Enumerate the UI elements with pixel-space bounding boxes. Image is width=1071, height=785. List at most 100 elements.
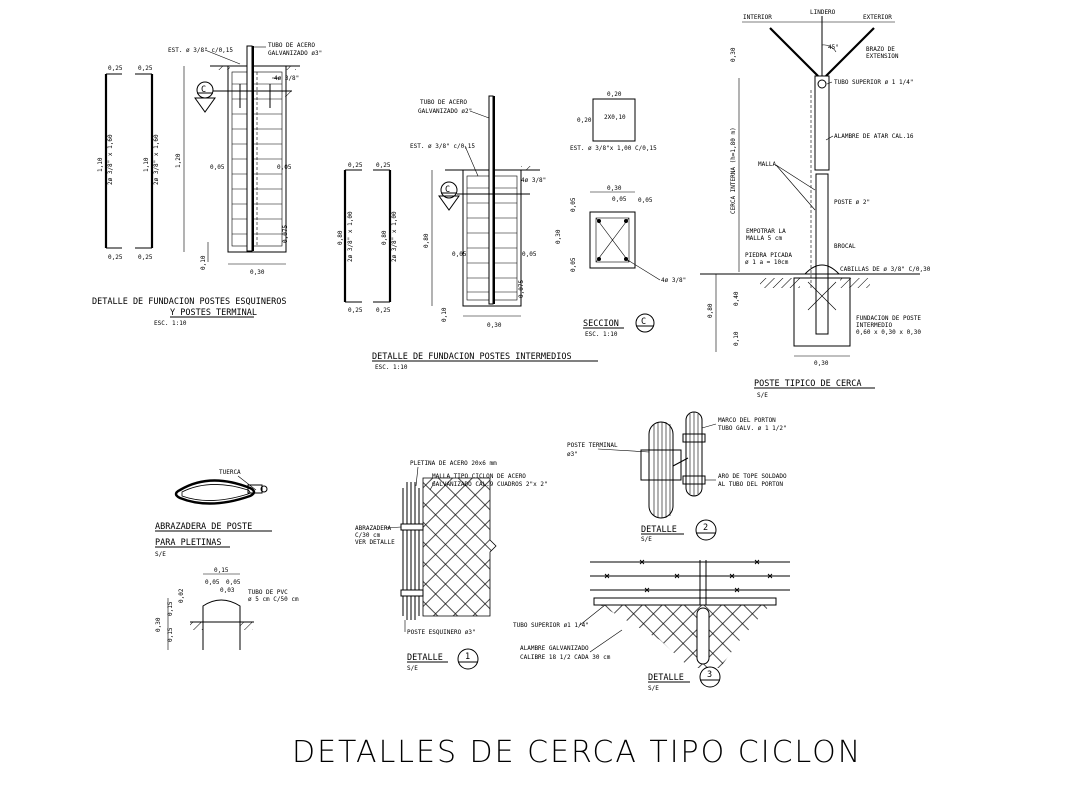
pt-tubo-sup: TUBO SUPERIOR ø 1 1/4" (834, 79, 913, 86)
pt-dim-080: 0,80 (707, 303, 714, 318)
pt-alambre: ALAMBRE DE ATAR CAL.16 (834, 133, 914, 140)
esq-dim-120: 1,20 (175, 153, 182, 168)
detail-typical-post: LINDERO INTERIOR EXTERIOR 45° BRAZO DE E… (700, 9, 931, 399)
pt-fund-3: 0,60 x 0,30 x 0,30 (856, 329, 921, 336)
dim-esq-3: 1,10 (97, 157, 104, 172)
detail-foundation-intermediate-posts: 0,25 0,25 0,80 2ø 3/8" x 1,00 0,80 2ø 3/… (337, 95, 598, 371)
d3-alambre-2: CALIBRE 18 1/2 CADA 30 cm (520, 654, 611, 661)
int-dim-8: 0,25 (376, 307, 391, 314)
int-dim-5: 0,80 (381, 230, 388, 245)
detail-pvc-cap: 0,15 0,05 0,05 0,03 0,02 TUBO DE PVC ø 5… (155, 567, 299, 650)
pt-cerca-interna: CERCA INTERNA (h=1,80 m) (730, 127, 737, 214)
pt-dim-030b: 0,30 (814, 360, 829, 367)
d3-alambre-1: ALAMBRE GALVANIZADO (520, 645, 589, 652)
dim-esq-6: 2ø 3/8" x 1,60 (153, 134, 160, 185)
esq-dim-005a: 0,05 (210, 164, 225, 171)
d1-label: DETALLE (407, 653, 443, 663)
sec-mark: C (641, 317, 646, 327)
sheet-title: DETALLES DE CERCA TIPO CICLON (292, 735, 862, 770)
pt-brocal: BROCAL (834, 243, 856, 250)
d1-abraz-2: C/30 cm (355, 532, 381, 539)
pt-dim-040: 0,40 (733, 291, 740, 306)
int-dim-005b: 0,05 (522, 251, 537, 258)
section-mark-c-int-label: C (445, 185, 450, 195)
esq-est-label: EST. ø 3/8" c/0,15 (168, 47, 233, 54)
pvc-dim-2: 0,05 (205, 579, 220, 586)
pt-angle: 45° (828, 44, 839, 51)
d2-poste-terminal-1: POSTE TERMINAL (567, 442, 618, 449)
detail-3-top-rail: TUBO SUPERIOR ø1 1/4" ALAMBRE GALVANIZAD… (513, 559, 790, 692)
d2-poste-terminal-2: ø3" (567, 451, 578, 458)
d2-aro-1: ARO DE TOPE SOLDADO (718, 473, 787, 480)
dim-esq-5: 1,10 (143, 157, 150, 172)
sec-top-w: 0,20 (607, 91, 622, 98)
pvc-dim-1: 0,15 (214, 567, 229, 574)
pt-piedra-2: ø 1 a = 10cm (745, 259, 789, 266)
abr-scale: S/E (155, 551, 166, 558)
pt-brazo-1: BRAZO DE (866, 46, 895, 53)
esq-dim-030: 0,30 (250, 269, 265, 276)
section-mark-c-esq: C (194, 81, 216, 113)
d2-scale: S/E (641, 536, 652, 543)
pvc-dim-7: 0,15 (167, 601, 174, 616)
sec-top-box: 2X0,10 (604, 114, 626, 121)
d3-tubo: TUBO SUPERIOR ø1 1/4" (513, 622, 589, 629)
dim-esq-1: 0,25 (108, 65, 123, 72)
esq-dim-005b: 0,05 (277, 164, 292, 171)
int-dim-030: 0,30 (487, 322, 502, 329)
esq-bar-label: 4ø 3/8" (274, 75, 299, 82)
pt-fund-1: FUNDACION DE POSTE (856, 315, 921, 322)
int-dim-080: 0,80 (423, 233, 430, 248)
sec-scale: ESC. 1:10 (585, 331, 618, 338)
sec-top-h: 0,20 (577, 117, 592, 124)
pt-empotrar-2: MALLA 5 cm (746, 235, 783, 242)
esq-dim-010: 0,10 (200, 255, 207, 270)
pt-scale: S/E (757, 392, 768, 399)
int-dim-7: 0,25 (348, 307, 363, 314)
d1-pletina: PLETINA DE ACERO 20x6 mm (410, 460, 497, 467)
section-mark-c-int: C (438, 181, 460, 211)
int-tubo-1: TUBO DE ACERO (420, 99, 467, 106)
d2-marco-1: MARCO DEL PORTON (718, 417, 776, 424)
sec-dim-e: 0,05 (638, 197, 653, 204)
d2-num: 2 (703, 523, 708, 533)
pt-brazo-2: EXTENSION (866, 53, 899, 60)
pt-cabillas: CABILLAS DE ø 3/8" C/0,30 (840, 266, 931, 273)
pt-malla: MALLA (758, 161, 776, 168)
detail-2-gate-post: POSTE TERMINAL ø3" MARCO DEL PORTON TUBO… (567, 411, 787, 543)
pt-empotrar-1: EMPOTRAR LA (746, 228, 786, 235)
d1-malla-1: MALLA TIPO CICLON DE ACERO (432, 473, 526, 480)
pt-lindero: LINDERO (810, 9, 836, 16)
int-dim-6: 2ø 3/8" x 1,00 (391, 211, 398, 262)
sec-title: SECCION (583, 319, 619, 329)
pt-fund-2: INTERMEDIO (856, 322, 893, 329)
sec-dim-a: 0,05 (570, 197, 577, 212)
int-scale: ESC. 1:10 (375, 364, 408, 371)
int-dim-0075: 0,075 (518, 280, 525, 298)
int-dim-010: 0,10 (441, 307, 448, 322)
int-dim-1: 0,25 (348, 162, 363, 169)
section-mark-c-label: C (201, 85, 206, 95)
sec-dim-b: 0,05 (612, 196, 627, 203)
detail-clamp: TUERCA ABRAZADERA DE POSTE PARA PLETINAS… (155, 469, 272, 558)
d1-num: 1 (465, 652, 470, 662)
d1-poste: POSTE ESQUINERO ø3" (407, 629, 476, 636)
d1-abraz-1: ABRAZADERA (355, 525, 392, 532)
d1-scale: S/E (407, 665, 418, 672)
abr-title-1: ABRAZADERA DE POSTE (155, 522, 252, 532)
dim-esq-7: 0,25 (108, 254, 123, 261)
int-est: EST. ø 3/8" c/0,15 (410, 143, 475, 150)
dim-esq-4: 2ø 3/8" x 1,60 (107, 134, 114, 185)
pt-poste: POSTE ø 2" (834, 199, 870, 206)
int-bar: 4ø 3/8" (521, 177, 546, 184)
d2-label: DETALLE (641, 525, 677, 535)
pvc-tubo-2: ø 5 cm C/50 cm (248, 596, 299, 603)
d3-num: 3 (707, 670, 712, 680)
pvc-tubo-1: TUBO DE PVC (248, 589, 288, 596)
abr-tuerca: TUERCA (219, 469, 241, 476)
detail-foundation-corner-posts: 0,25 0,25 1,10 2ø 3/8" x 1,60 1,10 2ø 3/… (92, 42, 322, 327)
sec-est: EST. ø 3/8"x 1,00 C/0,15 (570, 145, 657, 152)
d1-malla-2: GALVANIZADO CAL.9 CUADROS 2"x 2" (432, 481, 548, 488)
pt-interior: INTERIOR (743, 14, 772, 21)
